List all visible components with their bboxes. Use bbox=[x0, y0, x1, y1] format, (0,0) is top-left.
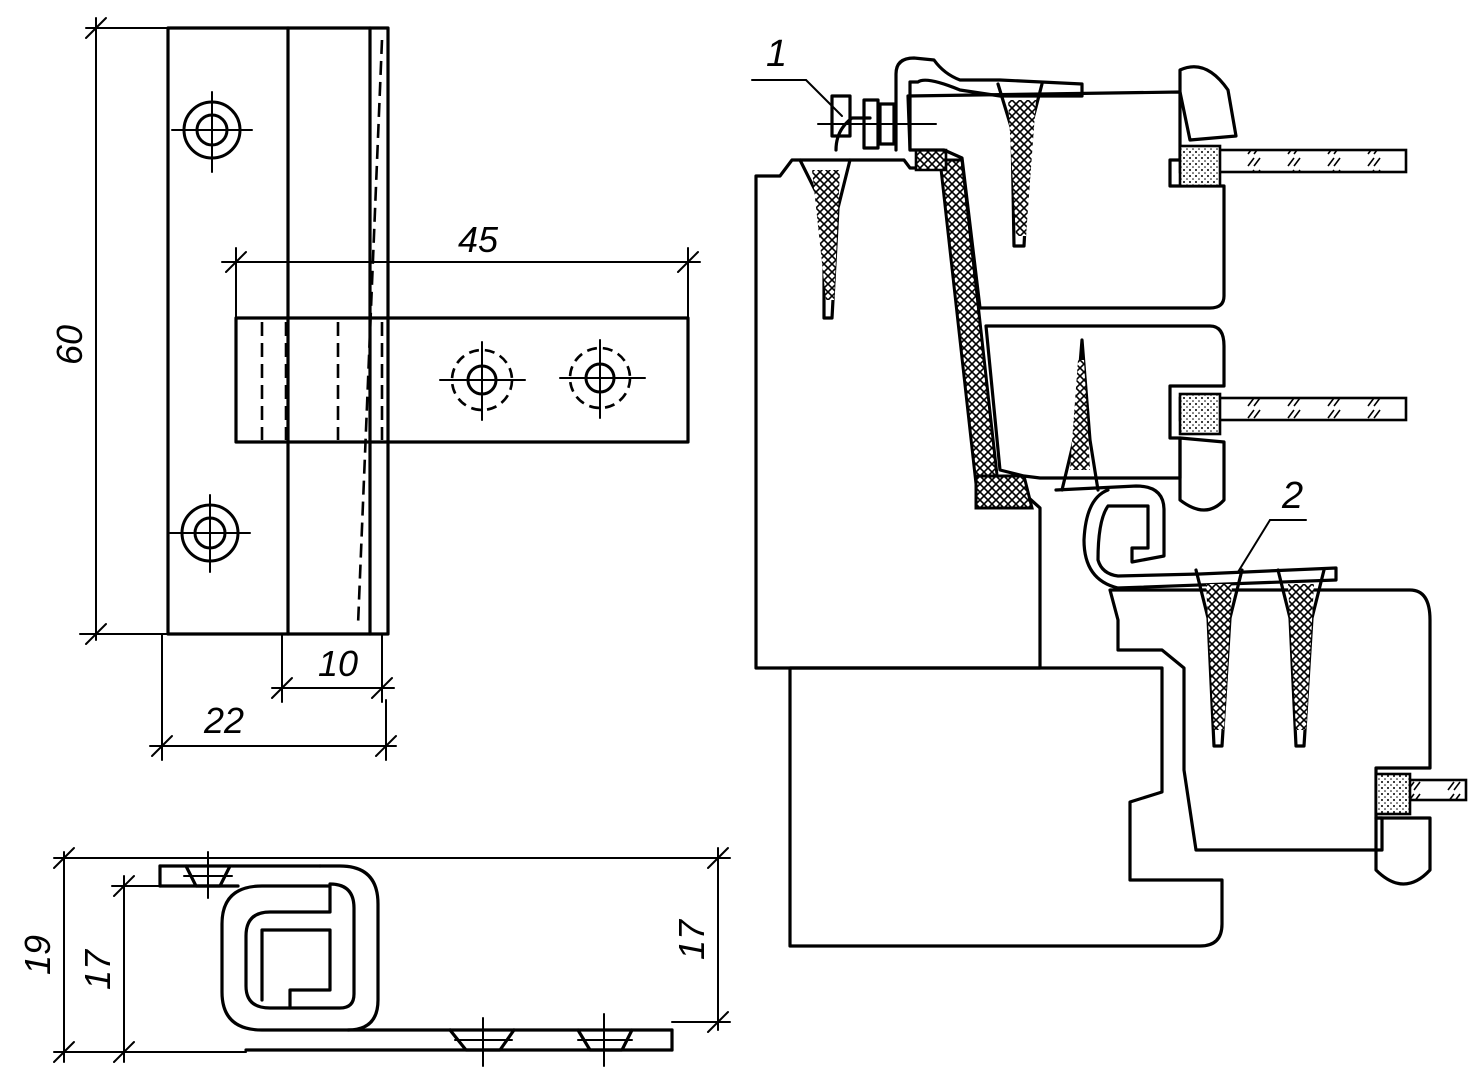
outer-sash bbox=[906, 90, 1226, 310]
wood-screw bbox=[1194, 568, 1244, 748]
hidden-screw-hole bbox=[439, 341, 526, 421]
dim-label-17-left: 17 bbox=[77, 948, 118, 990]
hinge-plan-view: 60 45 10 22 bbox=[49, 17, 701, 761]
hinge-flap bbox=[234, 316, 690, 444]
callout-label-2: 2 bbox=[1281, 475, 1303, 517]
pivot-pin bbox=[817, 94, 937, 150]
dim-label-19: 19 bbox=[17, 935, 58, 975]
callout-label-1: 1 bbox=[766, 33, 787, 75]
window-frame-section: 1 2 bbox=[751, 33, 1468, 948]
lower-sash bbox=[1108, 588, 1432, 852]
dimension-17-left: 17 bbox=[77, 875, 161, 1063]
hinge-vertical-plate bbox=[166, 26, 390, 636]
countersunk-screw bbox=[448, 1017, 516, 1067]
hidden-screw-hole bbox=[559, 339, 646, 419]
dimension-45: 45 bbox=[221, 219, 701, 319]
hinge-1-leaf bbox=[894, 56, 1084, 152]
dim-label-22: 22 bbox=[203, 700, 244, 741]
dimension-10: 10 bbox=[271, 633, 395, 703]
hinge-side-view: 19 17 17 bbox=[17, 847, 731, 1067]
wood-screw bbox=[798, 158, 852, 320]
dim-label-10: 10 bbox=[318, 643, 358, 684]
frame-lower-block bbox=[788, 666, 1224, 948]
screw-hole bbox=[169, 494, 251, 573]
countersunk-screw bbox=[183, 851, 233, 899]
wood-screw bbox=[1060, 338, 1100, 492]
callout-2: 2 bbox=[1237, 475, 1307, 573]
wood-screw bbox=[996, 82, 1044, 248]
dim-label-17-right: 17 bbox=[671, 918, 712, 960]
dimension-17-right: 17 bbox=[671, 847, 731, 1033]
callout-1: 1 bbox=[751, 33, 843, 117]
glazing-bead-top bbox=[1178, 65, 1238, 142]
dimension-22: 22 bbox=[149, 633, 397, 761]
seal-strip-lower bbox=[974, 474, 1034, 510]
hinge-2-loop bbox=[1054, 484, 1338, 590]
glazing-bead-middle bbox=[1178, 436, 1226, 512]
inner-sash bbox=[984, 324, 1226, 480]
dim-label-45: 45 bbox=[458, 219, 499, 260]
wood-screw bbox=[1276, 568, 1326, 748]
frame-upper-block bbox=[754, 158, 1042, 670]
dimension-60: 60 bbox=[49, 17, 169, 645]
dimension-19: 19 bbox=[17, 847, 731, 1063]
glazing-bead-lower bbox=[1374, 816, 1432, 886]
countersunk-screw bbox=[576, 1013, 634, 1067]
dim-label-60: 60 bbox=[49, 325, 90, 365]
screw-hole bbox=[171, 91, 253, 173]
